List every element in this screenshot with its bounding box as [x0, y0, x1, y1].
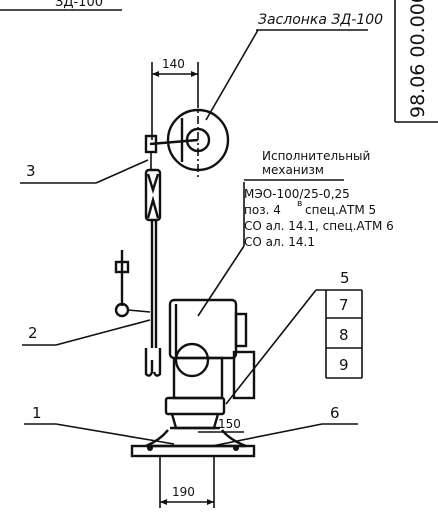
item-8: 8 [339, 326, 349, 344]
damper-leader [205, 29, 259, 121]
actuator-gear [174, 342, 210, 378]
bracket-head [114, 260, 130, 274]
item-3-leader [95, 159, 149, 184]
dim-140-arrow-right [191, 71, 198, 77]
item-2: 2 [28, 324, 38, 342]
pedestal-neck [170, 413, 220, 430]
dim-190-arrow-right [207, 499, 214, 505]
item-1-leader [55, 423, 175, 445]
bracket-link [127, 309, 151, 313]
pos-superscript: в [297, 199, 302, 209]
co-line-2: CO ал. 14.1 [244, 235, 315, 249]
actuator-title-2: механизм [262, 163, 324, 177]
actuator-model: МЭО-100/25-0,25 [244, 187, 350, 201]
item-5-leader [225, 289, 317, 405]
dim-150-value: 150 [218, 417, 241, 431]
item-6: 6 [330, 404, 340, 422]
header-fragment: ЗД-100 [55, 0, 103, 10]
dim-140-value: 140 [162, 57, 185, 71]
dim-190-value: 190 [172, 485, 195, 499]
base-plate [130, 444, 256, 458]
base-bolt-left [147, 445, 153, 451]
base-bolt-right [233, 445, 239, 451]
co-line-1: CO ал. 14.1, спец.АТМ 6 [244, 219, 394, 233]
actuator-leader [197, 245, 245, 317]
actuator-title-1: Исполнительный [262, 149, 370, 163]
mounting-flange [164, 396, 226, 416]
item-2-leader [55, 319, 151, 346]
dim-140-arrow-left [152, 71, 159, 77]
stamp-number: 98.06 00.000 [407, 0, 429, 118]
item-6-leader [211, 423, 323, 447]
rod-lower-fork [144, 348, 162, 377]
item-1: 1 [32, 404, 42, 422]
actuator-gearbox [172, 356, 224, 400]
pos-line-a: поз. 4 [244, 203, 281, 217]
pos-line-b: спец.АТМ 5 [305, 203, 376, 217]
item-7: 7 [339, 296, 349, 314]
actuator-side-box [232, 350, 256, 400]
damper-label: Заслонка ЗД-100 [258, 12, 383, 28]
lever-arm [149, 138, 199, 146]
item-9: 9 [339, 356, 349, 374]
item-3: 3 [26, 162, 36, 180]
item-5: 5 [340, 269, 350, 287]
turnbuckle-fork [146, 173, 160, 219]
actuator-end-cap [234, 312, 248, 348]
bracket-eye [114, 302, 130, 318]
dim-190-arrow-left [160, 499, 167, 505]
